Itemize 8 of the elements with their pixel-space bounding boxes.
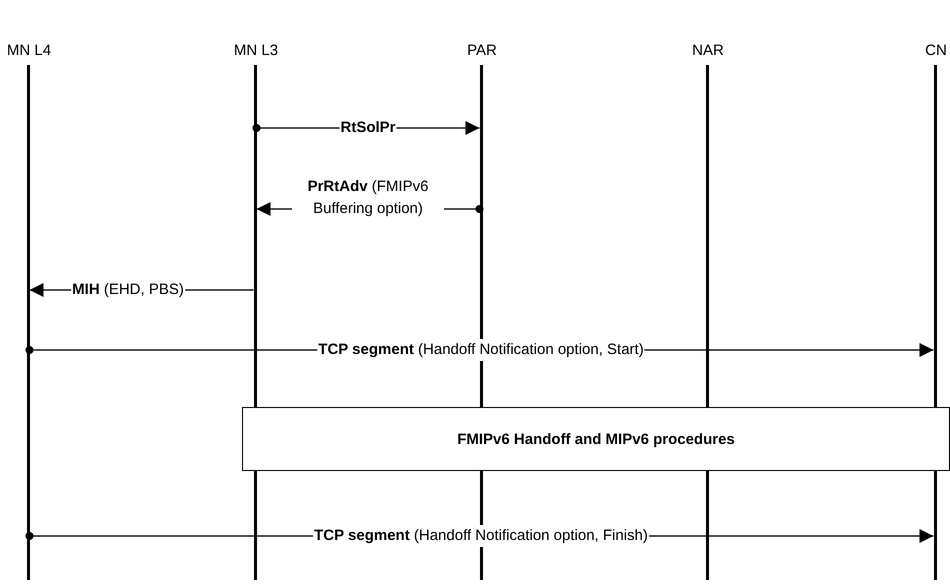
lifeline-label: MN L4 (6, 41, 52, 61)
edge-label: TCP segment (Handoff Notification option, Start) (317, 339, 645, 361)
lifeline-label: MN L3 (232, 41, 280, 61)
process-box: FMIPv6 Handoff and MIPv6 procedures (242, 407, 950, 471)
lifeline-label: PAR (466, 41, 498, 61)
lifeline-label: NAR (691, 41, 725, 61)
edge-label: TCP segment (Handoff Notification option, Finish) (313, 525, 649, 547)
lifeline-label: CN (924, 41, 948, 61)
